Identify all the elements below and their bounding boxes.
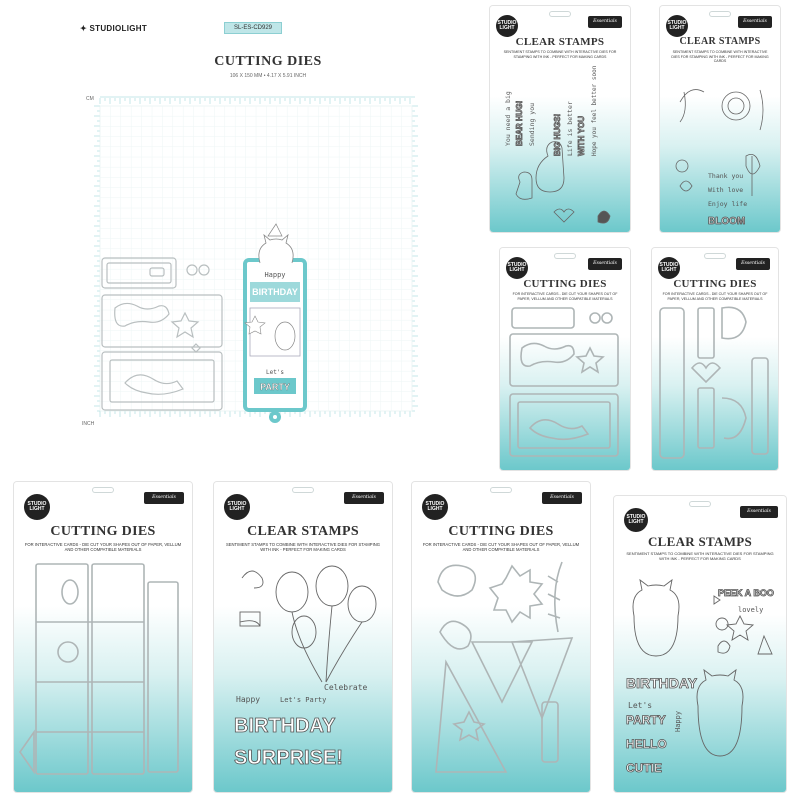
stamp-art-cat: PEEK A BOO lovely BIRTHDAY Let's PARTY H… bbox=[626, 578, 774, 775]
product-subtitle: FOR INTERACTIVE CARDS - DIE CUT YOUR SHA… bbox=[422, 542, 580, 553]
product-card-dies-frame[interactable]: STUDIO LIGHT Essentials CUTTING DIES FOR… bbox=[500, 248, 630, 470]
essentials-badge: Essentials bbox=[344, 492, 384, 504]
tag-party-text: PARTY bbox=[260, 382, 290, 392]
essentials-badge: Essentials bbox=[588, 16, 622, 28]
studio-light-logo: STUDIO LIGHT bbox=[658, 257, 680, 279]
cm-label: CM bbox=[86, 96, 94, 102]
stamp-text: WITH YOU bbox=[577, 116, 586, 156]
stamp-text: Life is better bbox=[566, 101, 574, 156]
die-art-hat bbox=[435, 561, 574, 773]
sheet-title: CUTTING DIES bbox=[214, 54, 322, 69]
stamp-text: PARTY bbox=[626, 713, 666, 727]
product-title: CUTTING DIES bbox=[673, 278, 757, 290]
die-art-frame bbox=[509, 307, 619, 457]
stamp-text: PEEK A BOO bbox=[718, 588, 774, 598]
product-title: CLEAR STAMPS bbox=[247, 524, 359, 539]
stamp-art-flowers: Thank you With love Enjoy life BLOOM bbox=[675, 89, 764, 227]
essentials-badge: Essentials bbox=[738, 16, 772, 28]
stamp-text: With love bbox=[708, 186, 743, 194]
brand-name: STUDIOLIGHT bbox=[89, 24, 148, 33]
stamp-text: BLOOM bbox=[708, 216, 745, 227]
product-card-stamps-flowers[interactable]: STUDIO LIGHT Essentials CLEAR STAMPS SEN… bbox=[660, 6, 780, 232]
stamp-text: HELLO bbox=[626, 737, 667, 751]
product-subtitle: SENTIMENT STAMPS TO COMBINE WITH INTERAC… bbox=[671, 50, 769, 64]
stamp-art-bears: You need a big BEAR HUG! Sending you BIG… bbox=[504, 65, 611, 224]
product-title: CUTTING DIES bbox=[448, 524, 554, 539]
stamp-text: CUTIE bbox=[626, 761, 662, 775]
studio-light-logo: STUDIO LIGHT bbox=[666, 15, 688, 37]
stamp-text: BIRTHDAY bbox=[626, 675, 698, 691]
essentials-badge: Essentials bbox=[144, 492, 184, 504]
product-title: CLEAR STAMPS bbox=[679, 36, 761, 47]
die-sheet-artwork: CM INCH Happy BIRTHDAY L bbox=[82, 96, 418, 427]
product-subtitle: FOR INTERACTIVE CARDS - DIE CUT YOUR SHA… bbox=[662, 292, 768, 301]
product-card-dies-tag[interactable]: STUDIO LIGHT Essentials CUTTING DIES FOR… bbox=[652, 248, 778, 470]
product-title: CLEAR STAMPS bbox=[515, 36, 605, 48]
studio-light-logo: STUDIO LIGHT bbox=[496, 15, 518, 37]
stamp-text: lovely bbox=[738, 606, 763, 614]
die-art-tag bbox=[659, 306, 769, 459]
essentials-badge: Essentials bbox=[740, 506, 778, 518]
product-subtitle: FOR INTERACTIVE CARDS - DIE CUT YOUR SHA… bbox=[512, 292, 618, 301]
essentials-badge: Essentials bbox=[542, 492, 582, 504]
stamp-text: Sending you bbox=[528, 103, 536, 146]
stamp-text: BIRTHDAY bbox=[234, 715, 336, 737]
product-title: CLEAR STAMPS bbox=[647, 534, 753, 549]
main-die-sheet: ✦ STUDIOLIGHT SL-ES-CD929 CUTTING DIES 1… bbox=[80, 18, 480, 438]
tag-birthday-text: BIRTHDAY bbox=[252, 287, 298, 297]
inch-label: INCH bbox=[82, 421, 95, 427]
stamp-text: SURPRISE! bbox=[234, 747, 343, 769]
brand-logo: ✦ STUDIOLIGHT bbox=[80, 24, 148, 33]
product-card-stamps-balloons[interactable]: STUDIO LIGHT Essentials CLEAR STAMPS SEN… bbox=[214, 482, 392, 792]
stamp-text: Enjoy life bbox=[708, 200, 747, 208]
product-card-dies-hat[interactable]: STUDIO LIGHT Essentials CUTTING DIES FOR… bbox=[412, 482, 590, 792]
essentials-badge: Essentials bbox=[588, 258, 622, 270]
product-subtitle: FOR INTERACTIVE CARDS - DIE CUT YOUR SHA… bbox=[24, 542, 182, 553]
sku-badge: SL-ES-CD929 bbox=[224, 22, 282, 34]
product-subtitle: SENTIMENT STAMPS TO COMBINE WITH INTERAC… bbox=[225, 542, 381, 553]
product-subtitle: SENTIMENT STAMPS TO COMBINE WITH INTERAC… bbox=[626, 551, 774, 561]
studio-light-logo: STUDIO LIGHT bbox=[224, 494, 250, 520]
stamp-text: Celebrate bbox=[324, 683, 368, 692]
frame-die-group bbox=[101, 257, 223, 411]
studio-light-logo: STUDIO LIGHT bbox=[422, 494, 448, 520]
stamp-text: Let's Party bbox=[280, 696, 326, 704]
stamp-text: Thank you bbox=[708, 172, 743, 180]
stamp-art-balloons: Celebrate Happy Let's Party BIRTHDAY SUR… bbox=[234, 565, 377, 769]
studio-light-logo: STUDIO LIGHT bbox=[624, 508, 648, 532]
product-subtitle: SENTIMENT STAMPS TO COMBINE WITH INTERAC… bbox=[503, 50, 617, 59]
studio-light-logo: STUDIO LIGHT bbox=[506, 257, 528, 279]
sheet-dimensions: 106 X 150 MM • 4.17 X 5.91 INCH bbox=[229, 73, 307, 79]
product-card-stamps-bear[interactable]: STUDIO LIGHT Essentials CLEAR STAMPS SEN… bbox=[490, 6, 630, 232]
stamp-text: Let's bbox=[628, 701, 652, 710]
product-title: CUTTING DIES bbox=[523, 278, 607, 290]
tag-happy-text: Happy bbox=[264, 271, 285, 279]
die-art-box bbox=[19, 563, 179, 775]
product-card-dies-box[interactable]: STUDIO LIGHT Essentials CUTTING DIES FOR… bbox=[14, 482, 192, 792]
stamp-text: Happy bbox=[236, 695, 260, 704]
tag-lets-text: Let's bbox=[266, 369, 284, 376]
product-card-stamps-cat[interactable]: STUDIO LIGHT Essentials CLEAR STAMPS SEN… bbox=[614, 496, 786, 792]
essentials-badge: Essentials bbox=[736, 258, 770, 270]
tag-die-group: Happy BIRTHDAY Let's PARTY bbox=[243, 223, 307, 423]
stamp-text: Happy bbox=[674, 711, 682, 732]
stamp-text: BIG HUGS! bbox=[553, 114, 562, 156]
studio-light-logo: STUDIO LIGHT bbox=[24, 494, 50, 520]
stamp-text: Hope you feel better soon bbox=[591, 65, 598, 156]
stamp-text: You need a big bbox=[504, 91, 512, 146]
stamp-text: BEAR HUG! bbox=[515, 101, 524, 146]
product-title: CUTTING DIES bbox=[50, 524, 156, 539]
